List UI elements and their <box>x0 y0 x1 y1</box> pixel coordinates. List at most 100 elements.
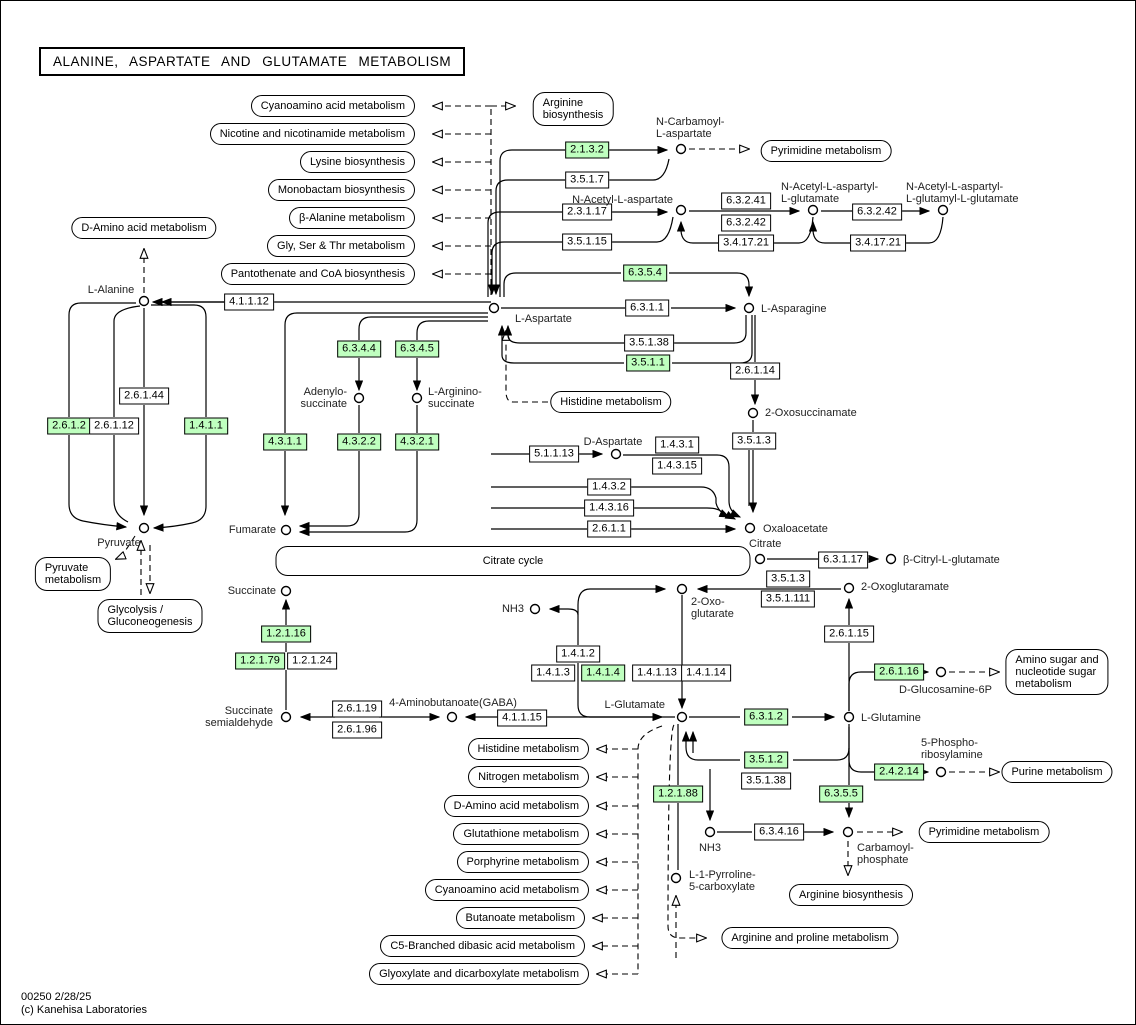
enzyme-box-4.3.1.1-highlighted[interactable]: 4.3.1.1 <box>263 433 307 451</box>
enzyme-box-6.3.1.1[interactable]: 6.3.1.1 <box>625 299 669 317</box>
pathway-link-pyruvate-metabolism[interactable]: Pyruvate metabolism <box>34 557 112 591</box>
pathway-link-arginine-biosynthesis[interactable]: Arginine biosynthesis <box>532 92 614 126</box>
enzyme-box-3.5.1.1-highlighted[interactable]: 3.5.1.1 <box>626 354 670 372</box>
pathway-link-histidine-metabolism[interactable]: Histidine metabolism <box>550 391 672 413</box>
pathway-link-cyanoamino-acid-metabolism[interactable]: Cyanoamino acid metabolism <box>424 879 589 901</box>
enzyme-box-2.6.1.96[interactable]: 2.6.1.96 <box>332 721 382 739</box>
compound-node-d-glucosamine-6p[interactable] <box>935 666 947 678</box>
pathway-link-histidine-metabolism[interactable]: Histidine metabolism <box>467 738 589 760</box>
enzyme-box-4.1.1.15[interactable]: 4.1.1.15 <box>497 709 547 727</box>
enzyme-box-1.2.1.88-highlighted[interactable]: 1.2.1.88 <box>653 785 703 803</box>
enzyme-box-3.5.1.2-highlighted[interactable]: 3.5.1.2 <box>744 751 788 769</box>
enzyme-box-3.5.1.15[interactable]: 3.5.1.15 <box>562 233 612 251</box>
pathway-link-d-amino-acid-metabolism[interactable]: D-Amino acid metabolism <box>443 795 589 817</box>
enzyme-box-2.6.1.1[interactable]: 2.6.1.1 <box>587 520 631 538</box>
enzyme-box-1.4.1.3[interactable]: 1.4.1.3 <box>531 664 575 682</box>
enzyme-box-6.3.4.4-highlighted[interactable]: 6.3.4.4 <box>337 340 381 358</box>
enzyme-box-3.4.17.21[interactable]: 3.4.17.21 <box>850 234 906 252</box>
enzyme-box-6.3.1.17[interactable]: 6.3.1.17 <box>818 551 868 569</box>
enzyme-box-4.3.2.2-highlighted[interactable]: 4.3.2.2 <box>337 433 381 451</box>
pathway-link-gly-ser-thr-metabolism[interactable]: Gly, Ser & Thr metabolism <box>267 235 415 257</box>
compound-node-nh3[interactable] <box>529 603 541 615</box>
enzyme-box-2.4.2.14-highlighted[interactable]: 2.4.2.14 <box>874 763 924 781</box>
pathway-link-lysine-biosynthesis[interactable]: Lysine biosynthesis <box>300 151 415 173</box>
compound-node-n-carbamoyl-l-aspartate[interactable] <box>675 143 687 155</box>
pathway-link-purine-metabolism[interactable]: Purine metabolism <box>1001 761 1113 783</box>
compound-node-pyruvate[interactable] <box>138 522 150 534</box>
enzyme-box-2.6.1.19[interactable]: 2.6.1.19 <box>332 700 382 718</box>
pathway-link-citrate-cycle[interactable]: Citrate cycle <box>275 546 751 576</box>
compound-node-l-glutamine[interactable] <box>843 711 855 723</box>
compound-node-fumarate[interactable] <box>280 524 292 536</box>
enzyme-box-3.4.17.21[interactable]: 3.4.17.21 <box>718 234 774 252</box>
compound-node-oxaloacetate[interactable] <box>744 522 756 534</box>
enzyme-box-2.6.1.14[interactable]: 2.6.1.14 <box>730 362 780 380</box>
compound-node-citryl-l-glutamate[interactable] <box>885 553 897 565</box>
enzyme-box-1.4.3.2[interactable]: 1.4.3.2 <box>587 478 631 496</box>
enzyme-box-1.4.1.2[interactable]: 1.4.1.2 <box>556 645 600 663</box>
pathway-link-alanine-metabolism[interactable]: β-Alanine metabolism <box>289 207 415 229</box>
enzyme-box-2.3.1.17[interactable]: 2.3.1.17 <box>562 203 612 221</box>
enzyme-box-2.6.1.44[interactable]: 2.6.1.44 <box>119 387 169 405</box>
pathway-link-amino-sugar-and-nucleotide-sugar-metabolism[interactable]: Amino sugar and nucleotide sugar metabol… <box>1005 649 1109 695</box>
compound-node-l-alanine[interactable] <box>138 295 150 307</box>
pathway-link-glutathione-metabolism[interactable]: Glutathione metabolism <box>453 823 589 845</box>
enzyme-box-2.1.3.2-highlighted[interactable]: 2.1.3.2 <box>565 141 609 159</box>
compound-node-n-acetyl-l-aspartate[interactable] <box>675 204 687 216</box>
enzyme-box-6.3.1.2-highlighted[interactable]: 6.3.1.2 <box>744 708 788 726</box>
enzyme-box-6.3.5.5-highlighted[interactable]: 6.3.5.5 <box>819 785 863 803</box>
enzyme-box-6.3.2.42[interactable]: 6.3.2.42 <box>852 203 902 221</box>
enzyme-box-6.3.2.42[interactable]: 6.3.2.42 <box>721 214 771 232</box>
pathway-link-butanoate-metabolism[interactable]: Butanoate metabolism <box>455 907 585 929</box>
pathway-link-glyoxylate-and-dicarboxylate-metabolism[interactable]: Glyoxylate and dicarboxylate metabolism <box>369 963 589 985</box>
compound-node-l-glutamate[interactable] <box>676 711 688 723</box>
enzyme-box-6.3.4.5-highlighted[interactable]: 6.3.4.5 <box>395 340 439 358</box>
compound-node-4-aminobutanoate-gaba[interactable] <box>446 711 458 723</box>
enzyme-box-1.4.3.1[interactable]: 1.4.3.1 <box>655 436 699 454</box>
compound-node-carbamoyl-phosphate[interactable] <box>842 826 854 838</box>
enzyme-box-3.5.1.7[interactable]: 3.5.1.7 <box>565 171 609 189</box>
pathway-link-cyanoamino-acid-metabolism[interactable]: Cyanoamino acid metabolism <box>250 95 415 117</box>
pathway-link-pyrimidine-metabolism[interactable]: Pyrimidine metabolism <box>918 821 1050 843</box>
compound-node-l-arginino-succinate[interactable] <box>411 392 423 404</box>
pathway-link-arginine-biosynthesis[interactable]: Arginine biosynthesis <box>789 884 913 906</box>
pathway-link-porphyrine-metabolism[interactable]: Porphyrine metabolism <box>456 851 589 873</box>
compound-node-2-oxosuccinamate[interactable] <box>747 407 759 419</box>
compound-node-5-phospho-ribosylamine[interactable] <box>935 766 947 778</box>
enzyme-box-3.5.1.3[interactable]: 3.5.1.3 <box>732 432 776 450</box>
enzyme-box-6.3.5.4-highlighted[interactable]: 6.3.5.4 <box>623 264 667 282</box>
compound-node-d-aspartate[interactable] <box>610 448 622 460</box>
compound-node-citrate[interactable] <box>754 553 766 565</box>
pathway-link-c5-branched-dibasic-acid-metabolism[interactable]: C5-Branched dibasic acid metabolism <box>380 935 585 957</box>
compound-node-2-oxoglutarate[interactable] <box>676 583 688 595</box>
compound-node-adenylo-succinate[interactable] <box>353 392 365 404</box>
enzyme-box-4.1.1.12[interactable]: 4.1.1.12 <box>224 293 274 311</box>
compound-node-l-asparagine[interactable] <box>743 302 755 314</box>
enzyme-box-1.2.1.16-highlighted[interactable]: 1.2.1.16 <box>261 625 311 643</box>
enzyme-box-3.5.1.38[interactable]: 3.5.1.38 <box>741 772 791 790</box>
enzyme-box-1.2.1.79-highlighted[interactable]: 1.2.1.79 <box>235 652 285 670</box>
compound-node-n-acetyl-l-aspartyl-l-glutamate[interactable] <box>807 204 819 216</box>
enzyme-box-2.6.1.2-highlighted[interactable]: 2.6.1.2 <box>47 417 91 435</box>
enzyme-box-1.4.3.16[interactable]: 1.4.3.16 <box>584 499 634 517</box>
enzyme-box-1.4.1.13[interactable]: 1.4.1.13 <box>632 664 682 682</box>
compound-node-succinate-semialdehyde[interactable] <box>280 711 292 723</box>
enzyme-box-6.3.4.16[interactable]: 6.3.4.16 <box>754 823 804 841</box>
enzyme-box-1.4.1.14[interactable]: 1.4.1.14 <box>681 664 731 682</box>
enzyme-box-4.3.2.1-highlighted[interactable]: 4.3.2.1 <box>395 433 439 451</box>
enzyme-box-3.5.1.38[interactable]: 3.5.1.38 <box>624 334 674 352</box>
compound-node-succinate[interactable] <box>280 585 292 597</box>
pathway-link-monobactam-biosynthesis[interactable]: Monobactam biosynthesis <box>267 179 415 201</box>
enzyme-box-1.4.1.4-highlighted[interactable]: 1.4.1.4 <box>581 664 625 682</box>
compound-node-l-aspartate[interactable] <box>488 302 500 314</box>
enzyme-box-1.4.1.1-highlighted[interactable]: 1.4.1.1 <box>184 417 228 435</box>
enzyme-box-2.6.1.16-highlighted[interactable]: 2.6.1.16 <box>874 663 924 681</box>
enzyme-box-2.6.1.12[interactable]: 2.6.1.12 <box>89 417 139 435</box>
enzyme-box-1.4.3.15[interactable]: 1.4.3.15 <box>652 457 702 475</box>
pathway-link-nitrogen-metabolism[interactable]: Nitrogen metabolism <box>468 766 589 788</box>
pathway-link-pyrimidine-metabolism[interactable]: Pyrimidine metabolism <box>760 140 892 162</box>
pathway-link-d-amino-acid-metabolism[interactable]: D-Amino acid metabolism <box>71 217 217 239</box>
pathway-link-glycolysis-gluconeogenesis[interactable]: Glycolysis / Gluconeogenesis <box>97 599 203 633</box>
compound-node-nh3[interactable] <box>704 826 716 838</box>
enzyme-box-3.5.1.111[interactable]: 3.5.1.111 <box>760 590 816 608</box>
